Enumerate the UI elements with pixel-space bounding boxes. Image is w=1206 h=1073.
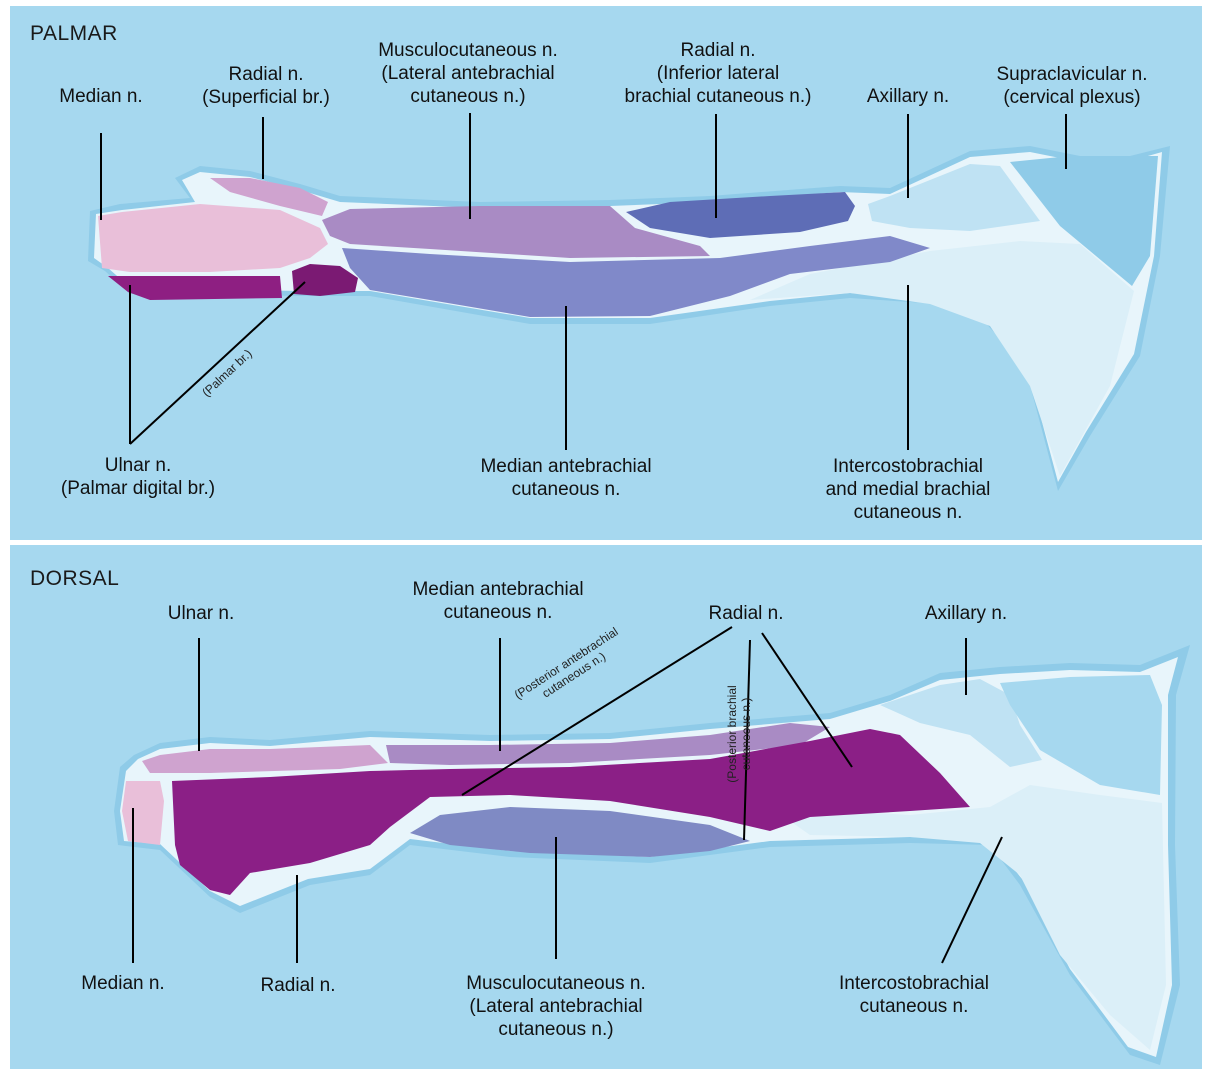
- dorsal-panel: DORSAL Ulnar n. Median antebrachial cuta…: [10, 545, 1202, 1069]
- label-ulnar: Ulnar n.: [168, 602, 235, 625]
- pointer-intercostobrachial: [942, 837, 1002, 963]
- label-intercostobrachial: Intercostobrachial cutaneous n.: [839, 972, 989, 1018]
- label-median: Median n.: [59, 85, 142, 108]
- label-median-antebrachial: Median antebrachial cutaneous n.: [480, 455, 651, 501]
- dorsal-heading: DORSAL: [30, 567, 119, 591]
- palmar-heading: PALMAR: [30, 22, 118, 46]
- label-median-antebrachial: Median antebrachial cutaneous n.: [412, 578, 583, 624]
- pointer-ulnar-palmar-br: [130, 282, 305, 444]
- label-axillary: Axillary n.: [925, 602, 1007, 625]
- label-musculocutaneous: Musculocutaneous n. (Lateral antebrachia…: [378, 39, 558, 108]
- label-radial-bottom: Radial n.: [261, 974, 336, 997]
- label-median: Median n.: [81, 972, 164, 995]
- palmar-panel: PALMAR Median n. Radial n. (Superficial …: [10, 6, 1202, 540]
- label-posterior-brachial: (Posterior brachial cutaneous n.): [725, 669, 753, 799]
- palmar-region-intercostobrachial: [750, 241, 1134, 476]
- label-radial-superficial: Radial n. (Superficial br.): [202, 63, 330, 109]
- label-radial-inferior: Radial n. (Inferior lateral brachial cut…: [625, 39, 812, 108]
- label-radial-top: Radial n.: [709, 602, 784, 625]
- label-musculocutaneous: Musculocutaneous n. (Lateral antebrachia…: [466, 972, 646, 1041]
- label-intercostobrachial: Intercostobrachial and medial brachial c…: [826, 455, 991, 524]
- palmar-region-ulnar-digital: [108, 276, 282, 300]
- dorsal-region-median-tips: [122, 781, 164, 845]
- label-supraclavicular: Supraclavicular n. (cervical plexus): [996, 63, 1147, 109]
- label-axillary: Axillary n.: [867, 85, 949, 108]
- label-ulnar-digital: Ulnar n. (Palmar digital br.): [61, 454, 215, 500]
